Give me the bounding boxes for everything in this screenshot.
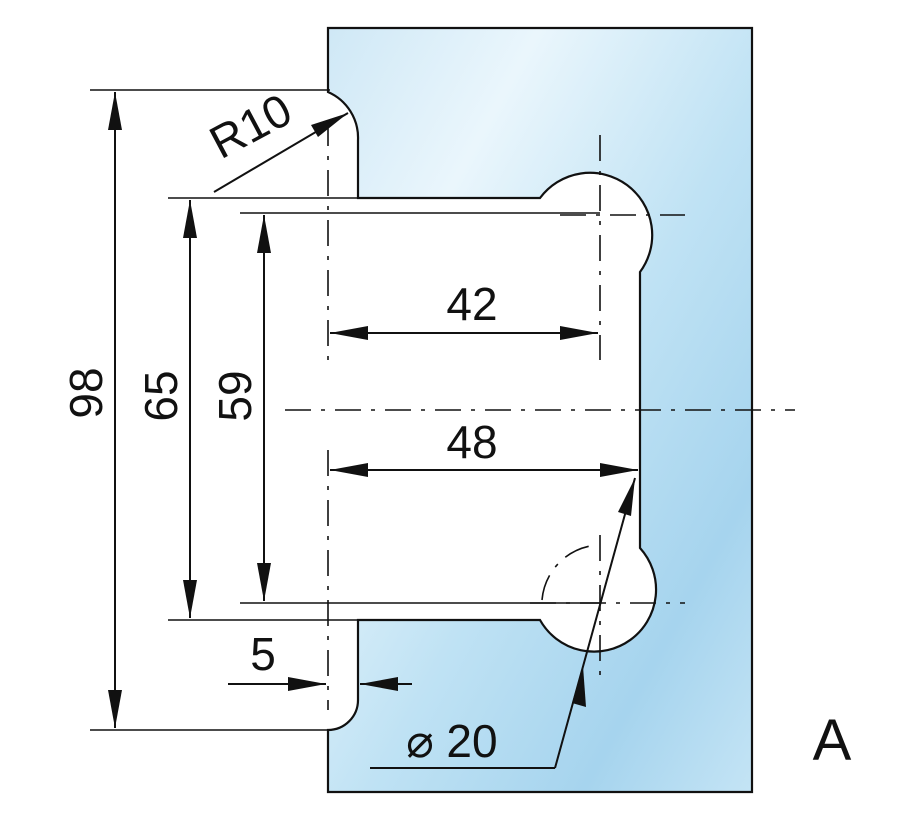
dimension-5: 5 [228,628,412,691]
dimension-48: 48 [330,416,638,477]
dim-diameter-text: 20 [446,715,497,767]
view-label: A [813,708,852,773]
dimension-59: 59 [209,215,271,601]
dim-5-text: 5 [250,628,276,680]
dimension-r10: R10 [201,83,349,193]
dim-48-text: 48 [446,416,497,468]
center-lines [285,120,795,710]
dim-65-text: 65 [135,370,187,421]
dim-42-text: 42 [446,278,497,330]
dimension-65: 65 [135,200,197,618]
dimension-diameter-20: ⌀ 20 [370,477,636,769]
dim-diameter-symbol: ⌀ [406,715,434,767]
dim-r10-text: R10 [201,83,300,169]
dimension-98: 98 [60,92,122,728]
dim-98-text: 98 [60,367,112,418]
dim-59-text: 59 [209,370,261,421]
dimension-42: 42 [330,278,598,340]
glass-panel [326,26,754,794]
